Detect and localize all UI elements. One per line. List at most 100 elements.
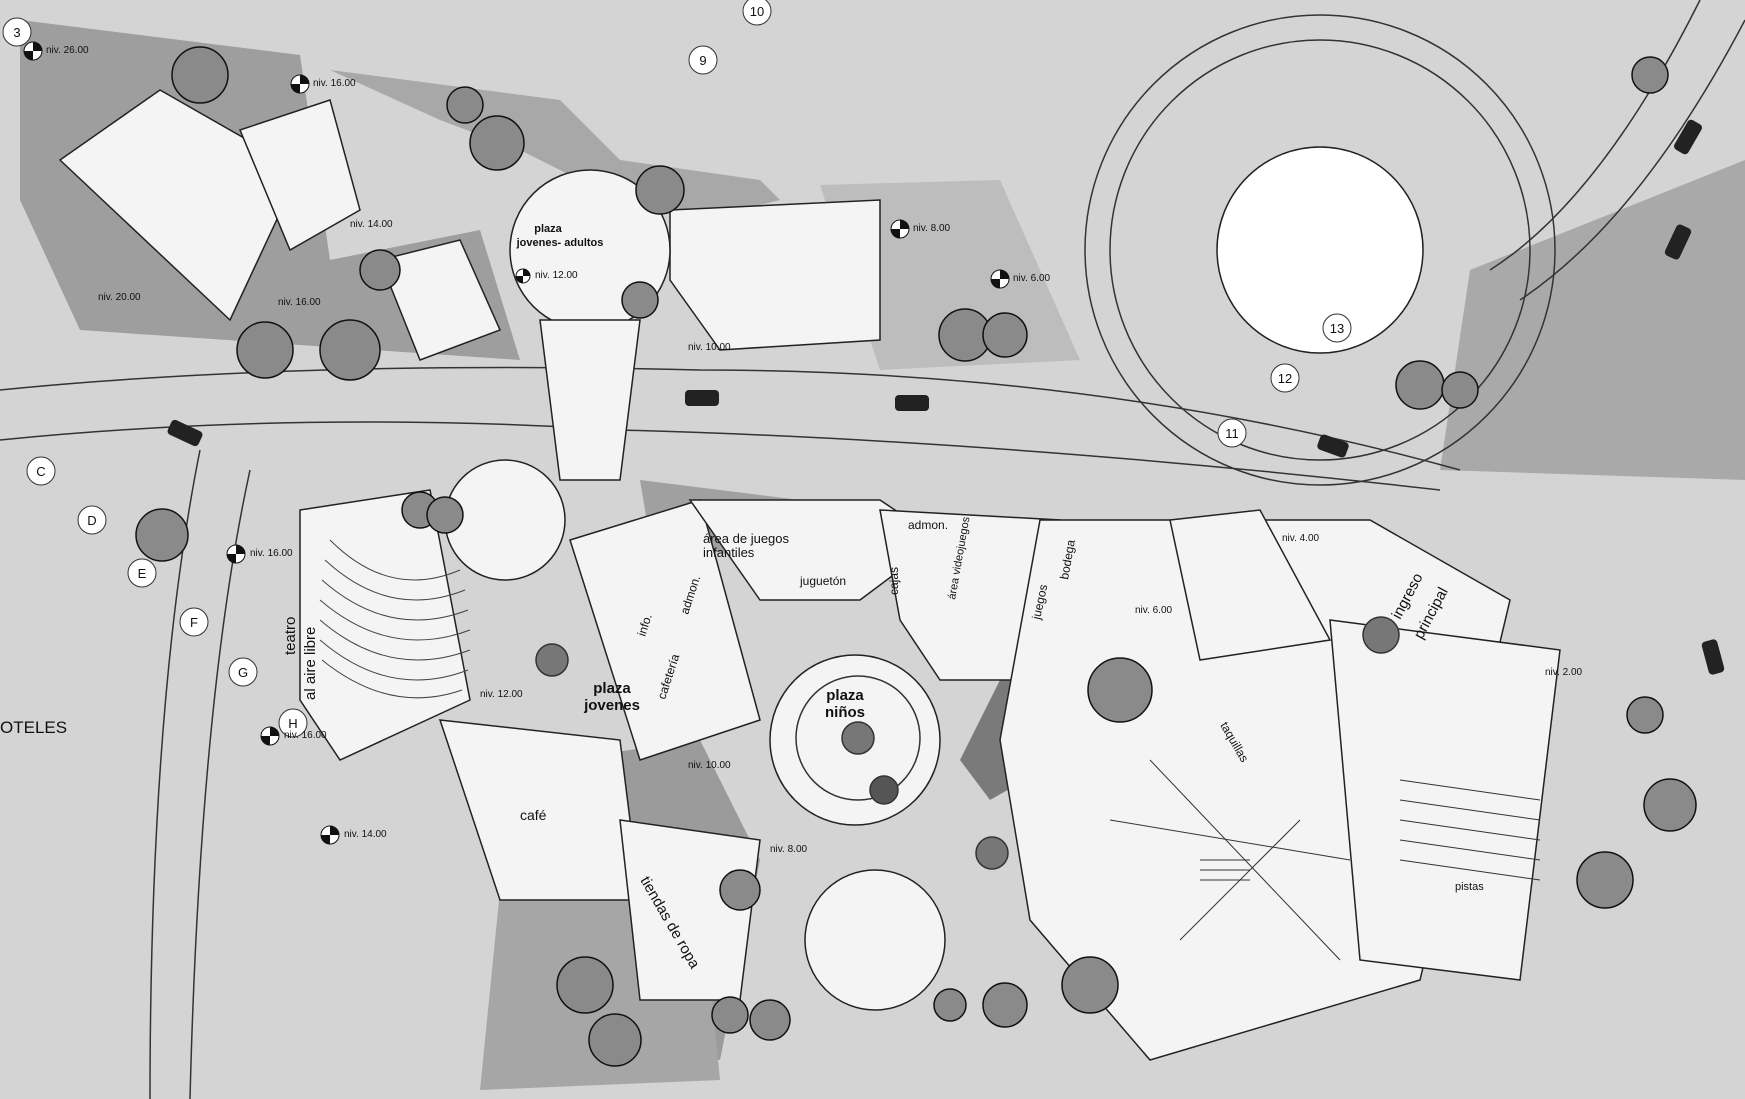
tree-icon (171, 46, 229, 104)
tree-icon (469, 115, 525, 171)
buildings (58, 89, 1561, 1061)
grid-bubble-icon: 10 (742, 0, 772, 26)
label-teatro: al aire libre (302, 627, 319, 700)
svg-text:9: 9 (699, 53, 706, 68)
label-area-juegos: infantiles (703, 545, 755, 560)
svg-text:niv. 6.00: niv. 6.00 (1013, 273, 1050, 284)
svg-text:D: D (87, 513, 96, 528)
grid-bubble-icon: 3 (2, 17, 32, 47)
grid-bubbles: 3 10 9 13 12 11 C D E F G H (2, 0, 1352, 738)
tree-icon (588, 1013, 642, 1067)
svg-text:niv. 20.00: niv. 20.00 (98, 292, 141, 303)
svg-text:niv. 10.00: niv. 10.00 (688, 342, 731, 353)
label-oteles: OTELES (0, 718, 67, 737)
svg-text:niv. 14.00: niv. 14.00 (344, 829, 387, 840)
car-icon (895, 395, 929, 411)
level-marker-icon: niv. 14.00 (350, 219, 393, 230)
level-marker-icon: niv. 8.00 (890, 219, 950, 239)
car-icon (685, 390, 719, 406)
svg-text:niv. 8.00: niv. 8.00 (913, 223, 950, 234)
svg-text:niv. 16.00: niv. 16.00 (284, 730, 327, 741)
grid-bubble-icon: D (77, 505, 107, 535)
label-plaza-jovenes: jovenes (583, 697, 640, 714)
svg-text:niv. 6.00: niv. 6.00 (1135, 605, 1172, 616)
svg-text:niv. 12.00: niv. 12.00 (535, 270, 578, 281)
grid-bubble-icon: F (179, 607, 209, 637)
hall-lines (1109, 759, 1541, 961)
grid-bubble-icon: 11 (1217, 418, 1247, 448)
grid-bubble-icon: 13 (1322, 313, 1352, 343)
level-marker-icon: niv. 14.00 (320, 825, 387, 845)
tree-icon (1626, 696, 1664, 734)
level-marker-icon: niv. 20.00 (98, 292, 141, 303)
tree-icon (1643, 778, 1697, 832)
tree-icon (1441, 371, 1479, 409)
label-area-juegos: área de juegos (703, 531, 790, 546)
car-icon (1701, 639, 1725, 675)
tree-icon (359, 249, 401, 291)
level-marker-icon: niv. 12.00 (515, 268, 578, 284)
grid-bubble-icon: 9 (688, 45, 718, 75)
label-bodega: bodega (1057, 538, 1078, 580)
level-marker-icon: niv. 6.00 (990, 269, 1050, 289)
label-info: info. (635, 612, 655, 638)
grid-bubble-icon: E (127, 558, 157, 588)
tree-icon (621, 281, 659, 319)
car-icon (1674, 119, 1702, 155)
car-icon (1664, 224, 1692, 260)
plazas (535, 616, 1400, 870)
tree-icon (556, 956, 614, 1014)
tree-icon (319, 319, 381, 381)
tree-icon (1395, 360, 1445, 410)
car-icon (1317, 434, 1349, 458)
label-jugueton: juguetón (799, 574, 846, 588)
tree-icon (135, 508, 189, 562)
label-plaza-jovenes-adultos: plaza (534, 223, 562, 235)
tree-icon (711, 996, 749, 1034)
tree-icon (749, 999, 791, 1041)
label-admon-top: admon. (908, 518, 948, 532)
tree-icon (1087, 657, 1153, 723)
label-teatro: teatro (282, 617, 299, 655)
level-marker-icon: niv. 4.00 (1282, 533, 1319, 544)
car-icon (167, 419, 203, 447)
level-marker-icon: niv. 10.00 (688, 760, 731, 771)
level-marker-icon: niv. 16.00 (290, 74, 356, 94)
tree-icon (982, 312, 1028, 358)
label-plaza-ninos: niños (825, 704, 865, 721)
svg-text:3: 3 (13, 25, 20, 40)
svg-text:13: 13 (1330, 321, 1344, 336)
tree-icon (1631, 56, 1669, 94)
level-marker-icon: niv. 10.00 (688, 342, 731, 353)
tree-icon (1061, 956, 1119, 1014)
grid-bubble-icon: H (278, 708, 308, 738)
svg-text:niv. 16.00: niv. 16.00 (250, 548, 293, 559)
svg-text:niv. 2.00: niv. 2.00 (1545, 667, 1582, 678)
label-plaza-jovenes: plaza (593, 680, 631, 697)
level-marker-icon: niv. 6.00 (1135, 605, 1172, 616)
tree-icon (982, 982, 1028, 1028)
tree-icon (426, 496, 464, 534)
svg-text:niv. 14.00: niv. 14.00 (350, 219, 393, 230)
label-plaza-jovenes-adultos: jovenes- adultos (516, 237, 604, 249)
label-plaza-ninos: plaza (826, 687, 864, 704)
label-cafe: café (520, 807, 547, 823)
level-marker-icon: niv. 16.00 (226, 544, 293, 564)
svg-text:niv. 12.00: niv. 12.00 (480, 689, 523, 700)
label-pistas: pistas (1455, 881, 1484, 893)
svg-text:niv. 8.00: niv. 8.00 (770, 844, 807, 855)
tree-icon (236, 321, 294, 379)
level-marker-icon: niv. 2.00 (1545, 667, 1582, 678)
grid-bubble-icon: 12 (1270, 363, 1300, 393)
svg-text:niv. 26.00: niv. 26.00 (46, 45, 89, 56)
theatre-seating (319, 539, 471, 699)
tree-icon (719, 869, 761, 911)
svg-text:11: 11 (1225, 426, 1239, 441)
svg-text:F: F (190, 615, 198, 630)
level-marker-icon: niv. 12.00 (480, 689, 523, 700)
svg-text:C: C (36, 464, 45, 479)
svg-text:niv. 16.00: niv. 16.00 (278, 297, 321, 308)
svg-text:niv. 4.00: niv. 4.00 (1282, 533, 1319, 544)
tree-icon (933, 988, 967, 1022)
